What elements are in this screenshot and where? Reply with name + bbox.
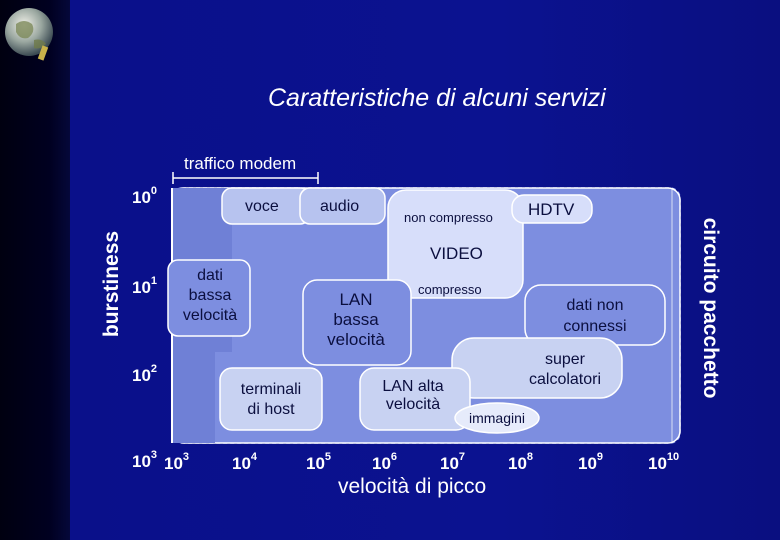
y-tick-3: 103 <box>132 449 158 471</box>
video-label: VIDEO <box>430 244 483 263</box>
x-tick-5: 108 <box>508 451 534 473</box>
hdtv-label: HDTV <box>528 200 575 219</box>
x-tick-2: 105 <box>306 451 332 473</box>
immagini-oval <box>454 402 540 434</box>
audio-label: audio <box>320 198 360 215</box>
voce-label: voce <box>245 198 279 215</box>
globe-logo-icon <box>5 8 53 61</box>
x-tick-7: 1010 <box>648 451 680 473</box>
x-tick-1: 104 <box>232 451 258 473</box>
non-compresso-label: non compresso <box>404 210 493 225</box>
y-tick-1: 101 <box>132 275 158 297</box>
video-box <box>387 189 524 299</box>
x-tick-6: 109 <box>578 451 604 473</box>
terminali-box <box>219 367 323 431</box>
dati-bassa-box <box>167 259 251 337</box>
right-axis-label: circuito pacchetto <box>699 217 722 399</box>
compresso-label: compresso <box>418 282 482 297</box>
x-tick-4: 107 <box>440 451 466 473</box>
x-tick-0: 103 <box>164 451 190 473</box>
lan-bassa-box <box>302 279 412 366</box>
y-tick-2: 102 <box>132 363 158 385</box>
x-axis-label: velocità di picco <box>338 475 487 498</box>
hdtv-box <box>511 194 593 224</box>
x-tick-3: 106 <box>372 451 398 473</box>
left-band <box>0 0 70 540</box>
y-axis-label: burstiness <box>100 230 123 338</box>
audio-box <box>299 187 386 225</box>
slide-title: Caratteristiche di alcuni servizi <box>268 84 606 112</box>
traffico-modem-label: traffico modem <box>184 154 297 173</box>
y-tick-0: 100 <box>132 185 158 207</box>
lan-alta-box <box>359 367 471 431</box>
immagini-label: immagini <box>468 410 525 426</box>
